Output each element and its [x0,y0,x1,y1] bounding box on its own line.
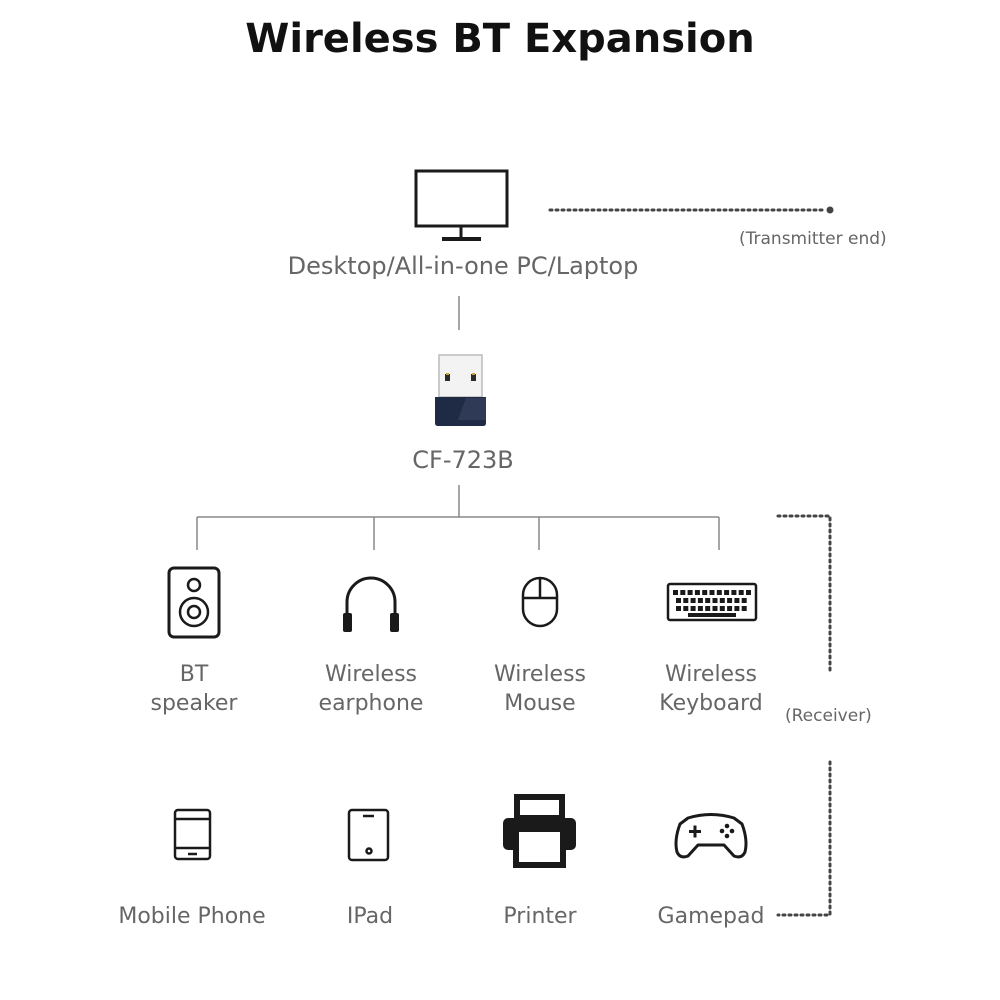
keyboard-key [709,590,715,595]
transmitter-label: Desktop/All-in-one PC/Laptop [287,252,639,280]
keyboard-key [734,598,740,603]
gamepad-icon [674,813,748,859]
receiver-note: (Receiver) [785,706,872,726]
transmitter-dotted-line [548,206,834,214]
receiver-dotted-bracket [776,514,832,917]
keyboard-key [746,590,751,595]
keyboard-key [697,598,703,603]
headphone-icon [343,576,399,632]
keyboard-icon [666,582,758,622]
keyboard-key [727,598,733,603]
speaker-icon [167,566,221,639]
keyboard-key [741,598,747,603]
receiver-label-speaker: BT speaker [150,662,238,716]
keyboard-key [724,590,730,595]
monitor-icon [414,169,509,241]
page-title: Wireless BT Expansion [245,16,755,62]
transmitter-note: (Transmitter end) [739,229,887,249]
keyboard-key [734,606,740,611]
receiver-label-phone: Mobile Phone [118,904,266,929]
keyboard-key [690,606,696,611]
keyboard-key [673,590,678,595]
keyboard-key [712,606,718,611]
receiver-label-ipad: IPad [346,904,394,929]
keyboard-key [712,598,718,603]
keyboard-key [705,606,711,611]
keyboard-key [680,590,686,595]
receiver-label-gamepad: Gamepad [657,904,765,929]
receiver-label-keyboard: Wireless Keyboard [659,662,763,716]
keyboard-key [690,598,696,603]
keyboard-key [731,590,737,595]
keyboard-key [697,606,703,611]
printer-icon [503,794,576,868]
usb-adapter-icon [435,354,486,426]
keyboard-spacebar [688,613,736,617]
keyboard-key [705,598,711,603]
keyboard-key [683,598,689,603]
keyboard-key [683,606,689,611]
keyboard-key [702,590,708,595]
keyboard-key [738,590,744,595]
keyboard-key [719,606,725,611]
keyboard-key [716,590,722,595]
adapter-label: CF-723B [412,446,514,474]
receiver-label-earphone: Wireless earphone [318,662,424,716]
mouse-icon [521,576,559,628]
receiver-label-mouse: Wireless Mouse [493,662,587,716]
keyboard-key [676,606,681,611]
keyboard-key [727,606,733,611]
receiver-label-printer: Printer [503,904,577,929]
keyboard-key [741,606,747,611]
keyboard-key [687,590,693,595]
branch-lines [196,516,720,550]
keyboard-key [676,598,681,603]
tablet-icon [347,808,390,862]
keyboard-key [719,598,725,603]
keyboard-key [694,590,700,595]
phone-icon [173,808,212,861]
